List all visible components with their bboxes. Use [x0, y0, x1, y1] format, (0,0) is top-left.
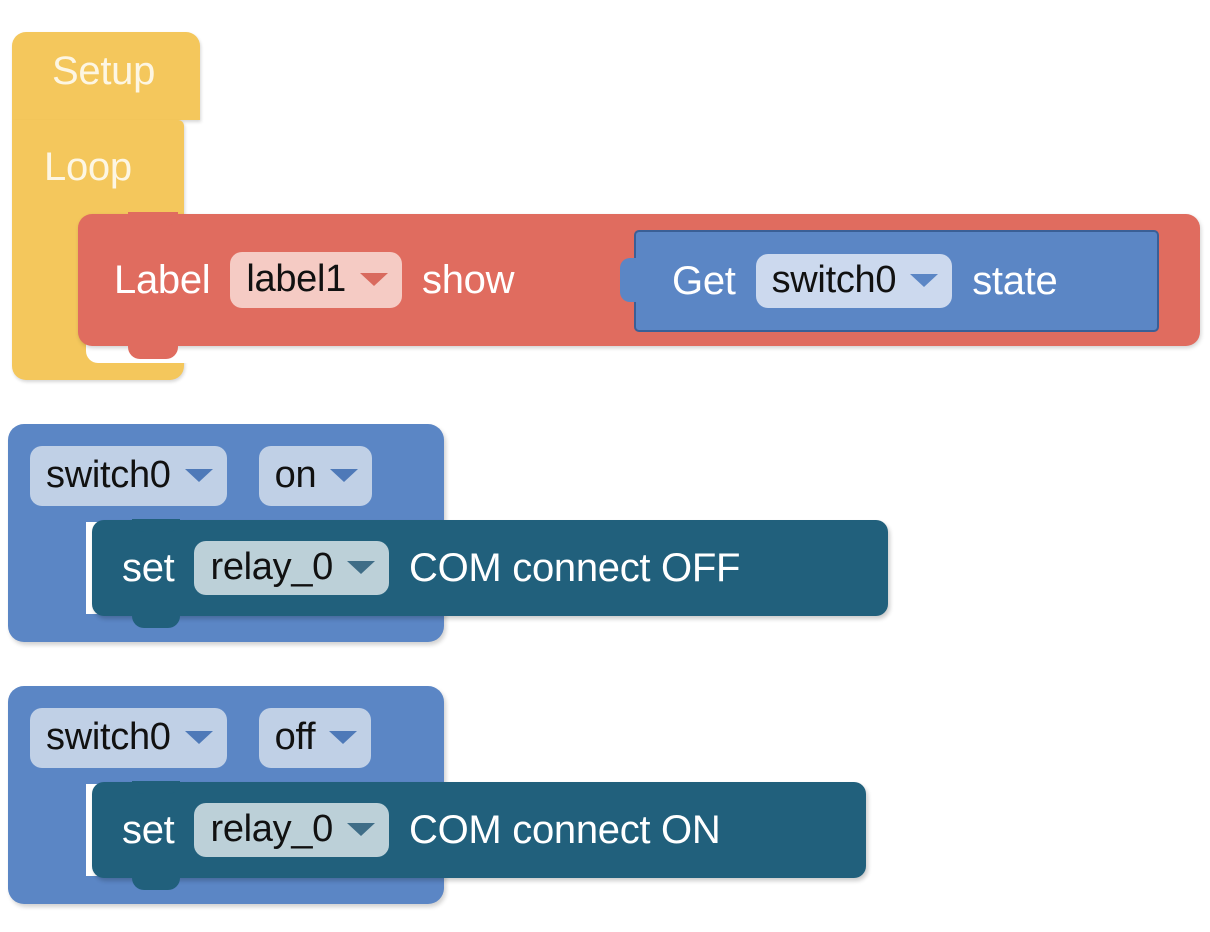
- set-block-suffix-text: COM connect OFF: [409, 546, 741, 590]
- set-block-prefix-text: set: [122, 808, 175, 852]
- setup-block[interactable]: Setup: [12, 32, 200, 132]
- label-name-dropdown-value: label1: [246, 258, 346, 300]
- label-block-suffix-text: show: [422, 258, 515, 302]
- event-state-dropdown-value: on: [274, 454, 317, 496]
- switch-event-fields: switch0 off: [30, 708, 372, 768]
- set-relay-block[interactable]: set relay_0 COM connect OFF: [92, 519, 888, 628]
- set-block-suffix-text: COM connect ON: [409, 808, 721, 852]
- event-target-dropdown[interactable]: switch0: [30, 446, 227, 506]
- event-state-dropdown-value: off: [274, 716, 316, 758]
- event-target-dropdown-value: switch0: [46, 716, 171, 758]
- relay-dropdown-value: relay_0: [210, 546, 334, 588]
- chevron-down-icon: [347, 560, 376, 574]
- chevron-down-icon: [360, 272, 388, 286]
- label-name-dropdown[interactable]: label1: [230, 252, 402, 308]
- relay-dropdown-value: relay_0: [210, 808, 334, 850]
- get-block-prefix-text: Get: [672, 259, 736, 303]
- event-target-dropdown-value: switch0: [46, 454, 171, 496]
- event-state-dropdown[interactable]: on: [258, 446, 373, 506]
- chevron-down-icon: [329, 730, 358, 744]
- chevron-down-icon: [184, 730, 213, 744]
- setup-block-label: Setup: [52, 49, 156, 93]
- set-block-top-notch-icon: [132, 781, 180, 794]
- switch-event-fields: switch0 on: [30, 446, 373, 506]
- label-block-row: Label label1 show: [78, 252, 514, 308]
- label-block-prefix-text: Label: [114, 258, 211, 302]
- event-state-dropdown[interactable]: off: [258, 708, 372, 768]
- value-plug-icon: [620, 258, 638, 302]
- label-block-top-notch-icon: [128, 212, 178, 226]
- chevron-down-icon: [347, 822, 376, 836]
- loop-block-label: Loop: [44, 145, 132, 189]
- get-block-suffix-text: state: [972, 259, 1058, 303]
- set-block-bottom-notch-icon: [132, 877, 180, 890]
- chevron-down-icon: [910, 273, 939, 287]
- get-switch-dropdown-value: switch0: [771, 259, 897, 301]
- set-block-bottom-notch-icon: [132, 615, 180, 628]
- chevron-down-icon: [330, 468, 359, 482]
- chevron-down-icon: [184, 468, 213, 482]
- relay-dropdown[interactable]: relay_0: [194, 541, 390, 595]
- set-block-prefix-text: set: [122, 546, 175, 590]
- event-target-dropdown[interactable]: switch0: [30, 708, 227, 768]
- relay-dropdown[interactable]: relay_0: [194, 803, 390, 857]
- get-switch-dropdown[interactable]: switch0: [755, 254, 953, 308]
- get-switch-state-block[interactable]: Get switch0 state: [620, 230, 1159, 332]
- label-block-bottom-notch-icon: [128, 345, 178, 359]
- set-block-top-notch-icon: [132, 519, 180, 532]
- set-relay-block[interactable]: set relay_0 COM connect ON: [92, 781, 866, 890]
